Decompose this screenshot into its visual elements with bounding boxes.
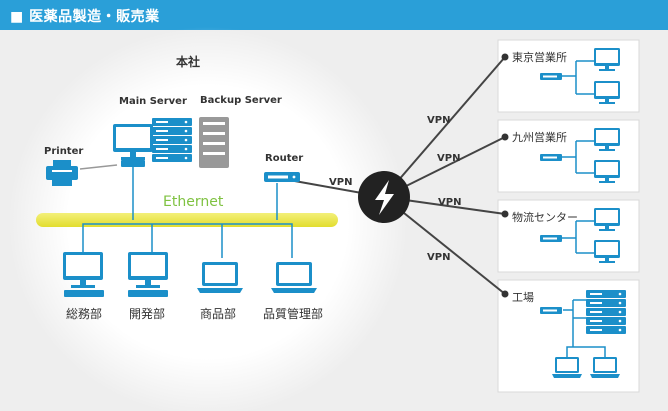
laptop-icon: [197, 262, 243, 293]
branch-label: 九州営業所: [512, 130, 567, 144]
branch-card-factory: 工場: [497, 279, 640, 393]
hub-icon: [540, 235, 562, 242]
branch-label: 物流センター: [512, 210, 578, 224]
hub-icon: [540, 154, 562, 161]
laptop-icon: [552, 357, 582, 378]
page-header: ■ 医薬品製造・販売業: [0, 0, 668, 30]
vpn-label: VPN: [437, 153, 460, 164]
backup-server-icon: [199, 117, 229, 168]
server-rack-icon: [586, 290, 626, 334]
department-label: 品質管理部: [263, 306, 323, 321]
dept-device-soumu: [63, 252, 104, 297]
branch-label: 東京営業所: [512, 50, 567, 64]
backup-server-label: Backup Server: [200, 95, 282, 106]
branch-card-tokyo: 東京営業所: [497, 39, 640, 113]
department-label: 商品部: [200, 306, 236, 321]
ethernet-label: Ethernet: [163, 194, 224, 210]
laptop-icon: [271, 262, 317, 293]
router-label: Router: [265, 153, 303, 164]
page-title: ■ 医薬品製造・販売業: [10, 9, 160, 25]
main-server-label: Main Server: [119, 96, 187, 107]
department-label: 総務部: [66, 306, 102, 321]
vpn-label: VPN: [329, 177, 352, 188]
internet-hub-icon: [358, 171, 410, 223]
vpn-label: VPN: [438, 197, 461, 208]
branch-card-kyushu: 九州営業所: [497, 119, 640, 193]
router-icon: [264, 172, 300, 182]
branch-card-logistics: 物流センター: [497, 199, 640, 273]
hq-title: 本社: [176, 54, 200, 69]
vpn-label: VPN: [427, 252, 450, 263]
department-label: 開発部: [129, 306, 165, 321]
main-server-icon: [113, 118, 192, 167]
printer-icon: [46, 160, 78, 186]
printer-cable: [79, 164, 118, 170]
lan-wiring: [82, 166, 293, 258]
hub-icon: [540, 73, 562, 80]
vpn-label: VPN: [427, 115, 450, 126]
dept-device-kaihatsu: [128, 252, 168, 297]
branch-label: 工場: [512, 291, 534, 304]
printer-label: Printer: [44, 146, 83, 157]
hub-icon: [540, 307, 562, 314]
laptop-icon: [590, 357, 620, 378]
